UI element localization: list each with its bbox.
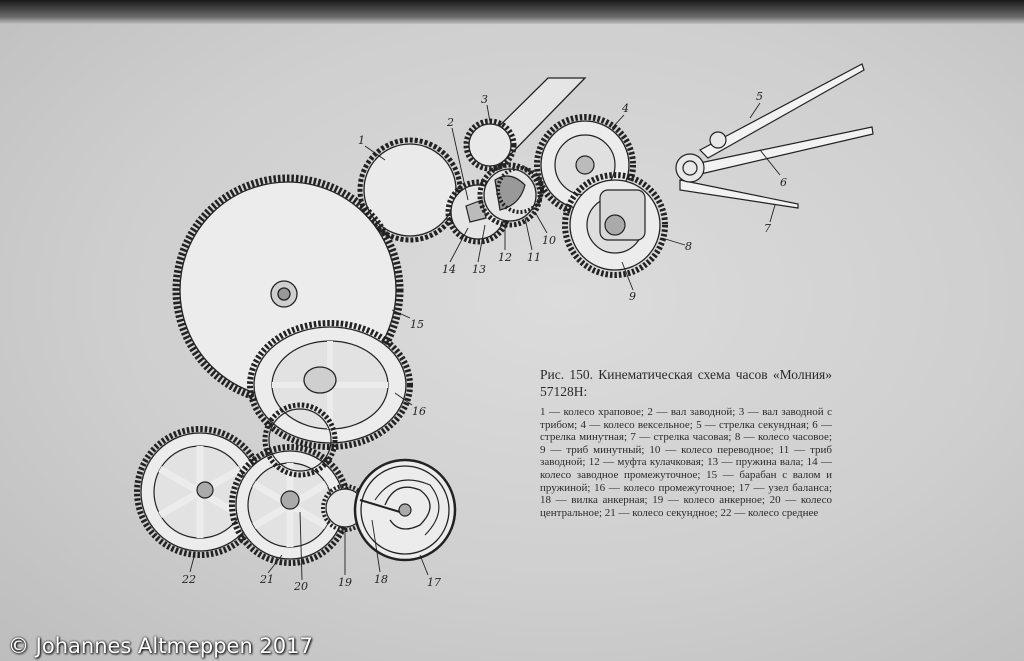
- label-17: 17: [427, 576, 441, 589]
- caption-legend: 1 — колесо храповое; 2 — вал заводной; 3…: [540, 406, 832, 519]
- gear-14-cluster: [445, 162, 544, 245]
- label-10: 10: [542, 234, 556, 247]
- gear-3: [463, 118, 517, 172]
- label-22: 22: [181, 573, 196, 586]
- label-11: 11: [527, 251, 541, 264]
- label-6: 6: [780, 176, 787, 189]
- label-21: 21: [259, 573, 274, 586]
- copyright-watermark: © Johannes Altmeppen 2017: [8, 634, 313, 658]
- leader-lines: [189, 102, 781, 581]
- page-top-shadow: [0, 0, 1024, 24]
- label-19: 19: [338, 576, 352, 589]
- label-18: 18: [374, 573, 388, 586]
- label-14: 14: [442, 263, 456, 276]
- label-8: 8: [685, 240, 692, 253]
- label-1: 1: [358, 134, 365, 147]
- hands-group: [675, 63, 874, 209]
- balance-17: [353, 458, 457, 562]
- label-5: 5: [756, 90, 763, 103]
- gear-21-20: [229, 402, 351, 566]
- label-4: 4: [621, 102, 629, 115]
- caption-title: Рис. 150. Кинематическая схема часов «Мо…: [540, 367, 832, 399]
- gear-16: [247, 320, 413, 450]
- gear-8-hour: [562, 172, 668, 278]
- second-hand: [699, 63, 865, 159]
- part-labels: 1 2 3 4 5 6 7 8 9 10 11 12 13 14 15 16 1…: [181, 90, 787, 593]
- label-7: 7: [764, 222, 771, 235]
- label-2: 2: [446, 116, 454, 129]
- label-20: 20: [293, 580, 308, 593]
- label-16: 16: [412, 405, 426, 418]
- hour-hand: [679, 179, 799, 209]
- label-3: 3: [481, 93, 488, 106]
- label-12: 12: [498, 251, 512, 264]
- label-9: 9: [629, 290, 636, 303]
- label-13: 13: [472, 263, 486, 276]
- label-15: 15: [410, 318, 424, 331]
- figure-caption: Рис. 150. Кинематическая схема часов «Мо…: [540, 366, 832, 519]
